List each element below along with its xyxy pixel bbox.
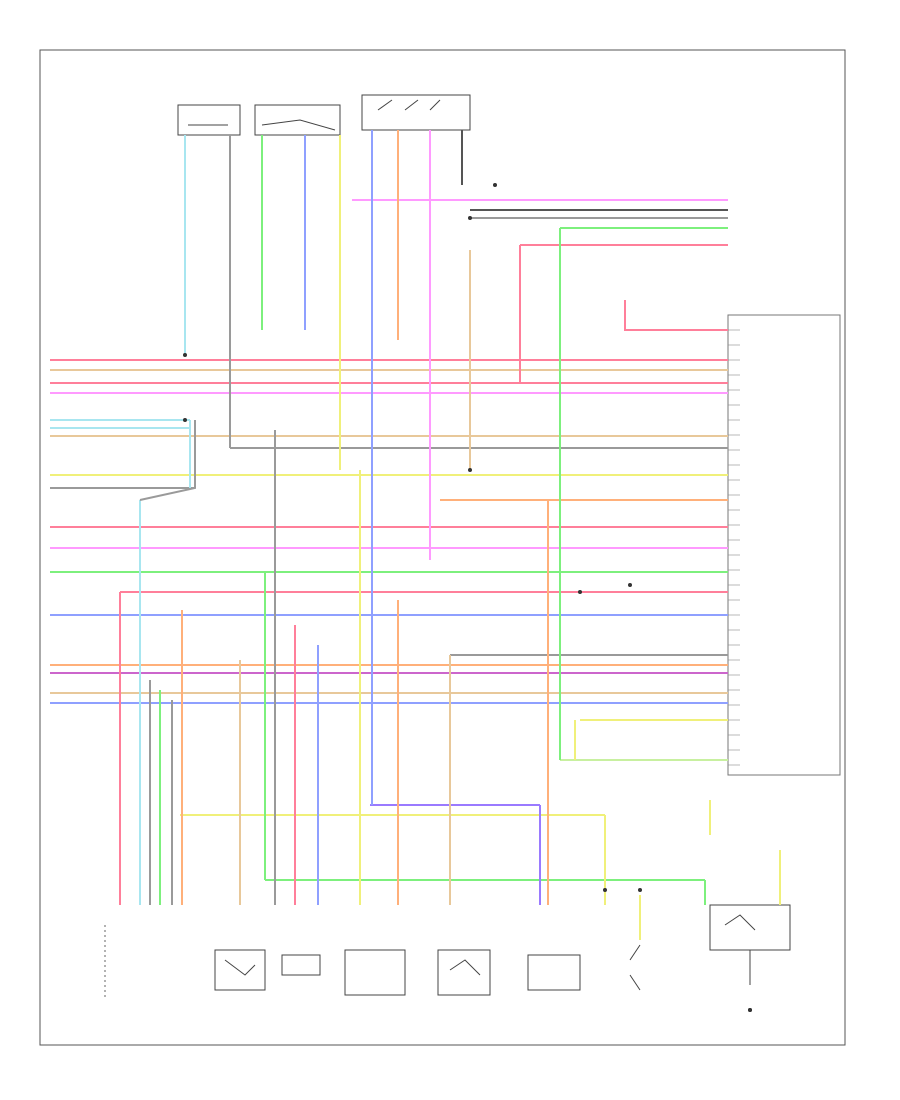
bottom-component-2 <box>214 949 266 991</box>
top-switch-assembly <box>361 94 471 131</box>
wire-bundle <box>50 359 728 881</box>
bottom-component-7 <box>629 944 641 991</box>
splice-points <box>183 183 752 1012</box>
diagram-border <box>39 49 846 1046</box>
top-sensor-2 <box>254 104 341 136</box>
vertical-wires <box>119 130 781 940</box>
top-right-wires <box>352 199 728 331</box>
bottom-component-5 <box>437 949 491 996</box>
bottom-component-6 <box>527 954 581 991</box>
top-sensor-1 <box>177 104 241 136</box>
pcm-connector-block <box>727 314 841 776</box>
bottom-component-8 <box>709 904 791 1012</box>
bottom-component-4 <box>344 949 406 996</box>
bottom-component-3 <box>281 954 321 976</box>
pcm-pin-ticks <box>728 329 740 766</box>
